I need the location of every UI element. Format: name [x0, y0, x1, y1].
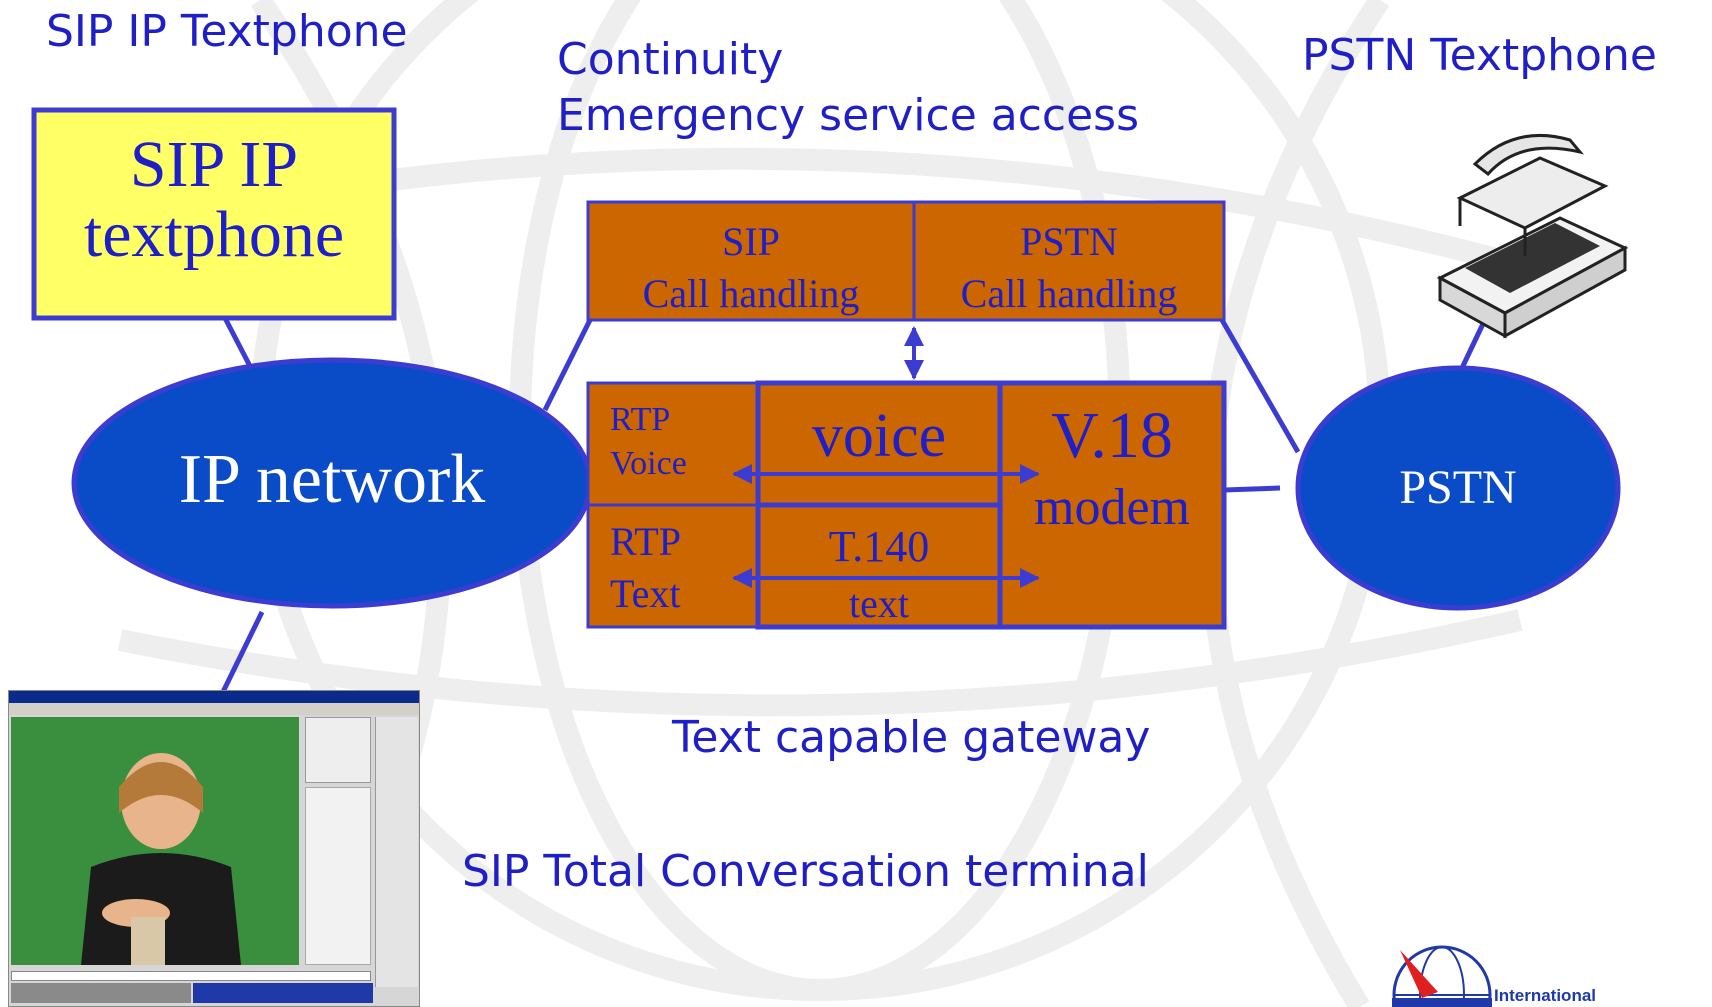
sip-call-handling-label: SIP Call handling: [588, 216, 914, 320]
total-conversation-caption: SIP Total Conversation terminal: [462, 846, 1149, 897]
ip-network-label: IP network: [178, 441, 486, 518]
modem-label: modem: [1034, 479, 1190, 536]
pstn-textphone-title: PSTN Textphone: [1302, 30, 1657, 81]
link-ipnet-terminal: [219, 610, 265, 696]
rtp-text-label: RTP Text: [610, 516, 681, 620]
thumb-titlebar: [9, 691, 419, 703]
sip-box-line2: textphone: [83, 198, 345, 271]
sip-ip-textphone-box: [31, 107, 397, 321]
link-gateway-pstn-top: [1219, 318, 1301, 454]
thumb-main-video: [11, 717, 299, 965]
rtp-voice-label: RTP Voice: [610, 398, 687, 486]
voice-label: voice: [811, 402, 947, 470]
thumb-toolbar: [375, 717, 418, 987]
thumb-menubar: [9, 703, 419, 715]
rtp-text-line2: Text: [610, 571, 681, 616]
rtp-voice-box: [586, 381, 760, 507]
pstn-call-handling-box: [912, 200, 1226, 322]
thumb-status-left: [11, 983, 191, 1003]
sip-ip-textphone-title: SIP IP Textphone: [46, 6, 408, 57]
itu-logo-icon: [1392, 945, 1492, 1007]
thumb-side-panel: [305, 787, 371, 965]
sip-box-line1: SIP IP: [129, 128, 299, 201]
v18-label: V.18: [1051, 399, 1173, 472]
thumb-text-field: [11, 971, 371, 981]
teletype-textphone-icon: [1436, 133, 1629, 339]
rtp-voice-line1: RTP: [610, 401, 671, 438]
sip-ip-textphone-box-label: SIP IP textphone: [34, 130, 394, 270]
sip-call-handling-box: [586, 200, 916, 322]
signer-figure: [11, 717, 299, 965]
emergency-service-label: Emergency service access: [557, 90, 1140, 141]
pstn-label: PSTN: [1399, 461, 1517, 514]
thumb-self-view: [305, 717, 371, 783]
t140-label: T.140: [828, 522, 930, 571]
pstn-ellipse: [1295, 365, 1621, 611]
sip-call-line1: SIP: [722, 219, 780, 264]
pstn-call-line2: Call handling: [960, 271, 1178, 316]
text-label: text: [849, 581, 909, 626]
pstn-call-line1: PSTN: [1020, 219, 1118, 264]
rtp-text-line1: RTP: [610, 519, 681, 564]
continuity-label: Continuity: [557, 34, 784, 85]
t140-text-box: [755, 502, 1003, 630]
link-ipnet-gateway: [542, 318, 593, 412]
logo-text: International: [1494, 986, 1597, 1005]
rtp-text-box: [586, 503, 760, 629]
sip-call-line2: Call handling: [642, 271, 860, 316]
rtp-voice-line2: Voice: [610, 445, 687, 482]
link-sipbox-ipnet: [222, 316, 255, 372]
link-gateway-pstn: [1223, 485, 1281, 493]
total-conversation-screenshot: [8, 690, 420, 1007]
gateway-caption: Text capable gateway: [672, 712, 1151, 763]
thumb-status-right: [193, 983, 373, 1003]
pstn-call-handling-label: PSTN Call handling: [914, 216, 1224, 320]
